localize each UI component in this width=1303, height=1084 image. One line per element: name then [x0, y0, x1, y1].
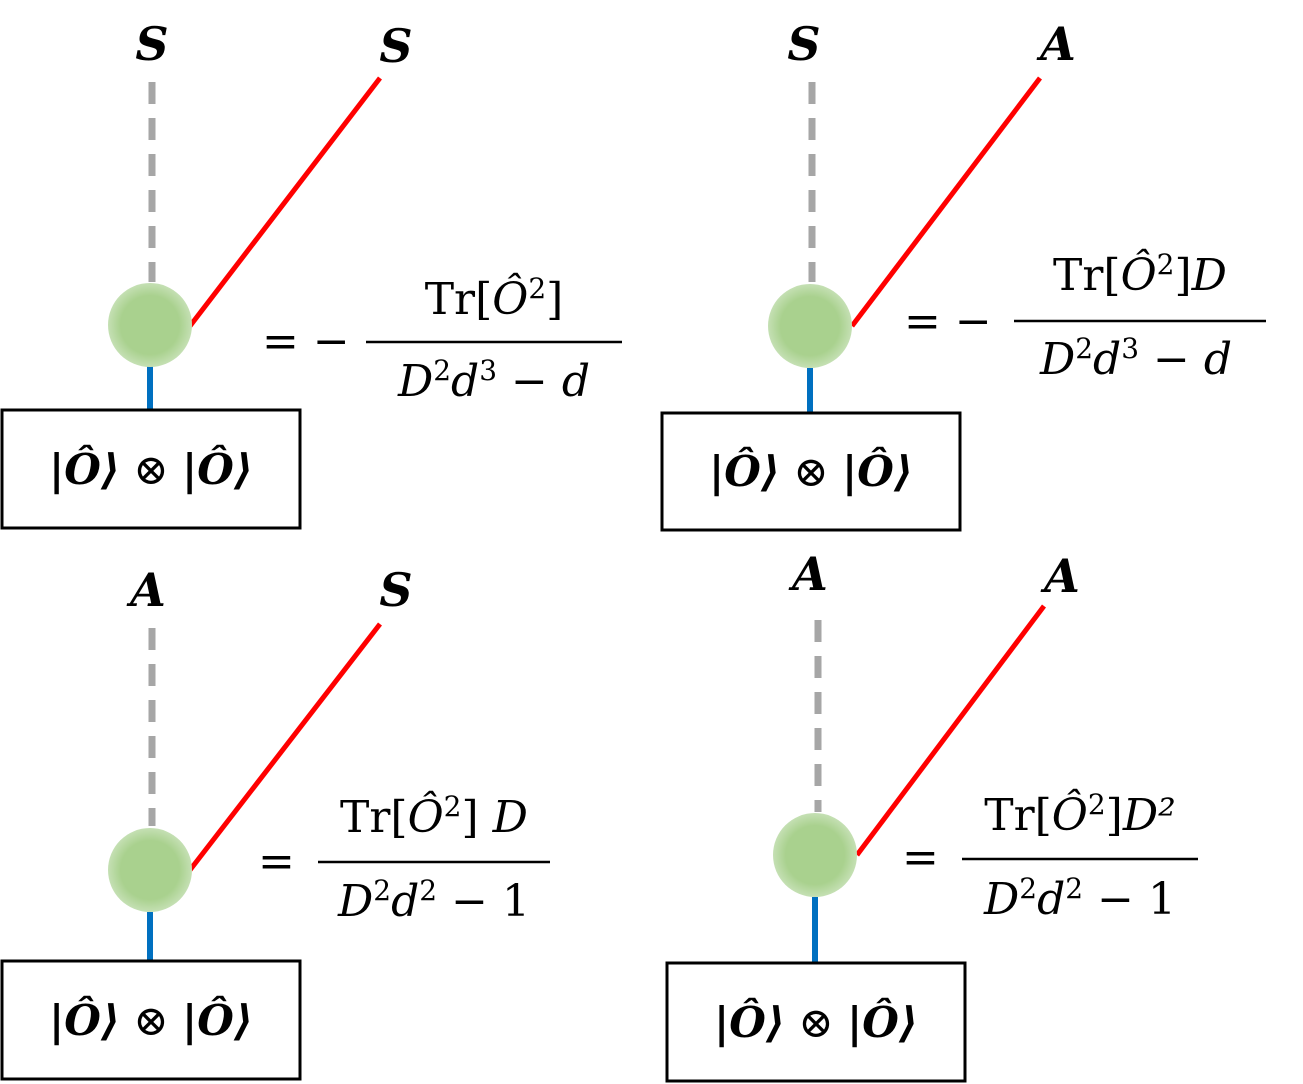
operator-box — [0, 408, 302, 530]
tensor-node — [108, 828, 192, 912]
numerator: Tr[Ô2]D — [1053, 248, 1227, 301]
denominator: D2d2 − 1 — [337, 874, 530, 927]
equals-sign: = − — [262, 316, 350, 367]
denominator: D2d3 − d — [1039, 332, 1232, 385]
right-leg-label: S — [379, 19, 412, 73]
panel-bottom-right: A A = Tr[Ô2]D² D2d2 − 1 |Ô⟩ ⊗ |Ô⟩ — [665, 547, 1198, 1083]
panel-top-left: S S = − Tr[Ô2] D2d3 − d |Ô⟩ ⊗ |Ô⟩ — [0, 17, 622, 530]
operator-box — [0, 959, 302, 1081]
numerator: Tr[Ô2] — [425, 272, 564, 325]
ket-product: |Ô⟩ ⊗ |Ô⟩ — [49, 995, 253, 1045]
denominator: D2d2 − 1 — [983, 872, 1176, 925]
numerator: Tr[Ô2] D — [340, 790, 528, 843]
left-leg-label: S — [787, 17, 820, 71]
red-leg — [188, 622, 382, 872]
red-leg — [855, 604, 1046, 857]
red-leg — [850, 76, 1042, 328]
panel-bottom-left: A S = Tr[Ô2] D D2d2 − 1 |Ô⟩ ⊗ |Ô⟩ — [0, 563, 550, 1081]
left-leg-label: A — [126, 563, 166, 617]
ket-product: |Ô⟩ ⊗ |Ô⟩ — [709, 446, 913, 496]
operator-box — [660, 411, 962, 532]
panel-top-right: S A = − Tr[Ô2]D D2d3 − d |Ô⟩ ⊗ |Ô⟩ — [660, 17, 1266, 532]
right-leg-label: A — [1040, 549, 1080, 603]
right-leg-label: A — [1036, 17, 1076, 71]
ket-product: |Ô⟩ ⊗ |Ô⟩ — [49, 444, 253, 494]
tensor-node — [773, 813, 857, 897]
ket-product: |Ô⟩ ⊗ |Ô⟩ — [714, 997, 918, 1047]
equals-sign: = — [902, 832, 939, 883]
tensor-node — [768, 284, 852, 368]
left-leg-label: S — [135, 17, 168, 71]
numerator: Tr[Ô2]D² — [984, 788, 1176, 841]
equals-sign: = − — [904, 296, 992, 347]
red-leg — [188, 76, 382, 328]
tensor-node — [108, 283, 192, 367]
operator-box — [665, 961, 967, 1083]
denominator: D2d3 − d — [397, 354, 590, 407]
left-leg-label: A — [788, 547, 828, 601]
equals-sign: = — [258, 836, 295, 887]
right-leg-label: S — [379, 563, 412, 617]
